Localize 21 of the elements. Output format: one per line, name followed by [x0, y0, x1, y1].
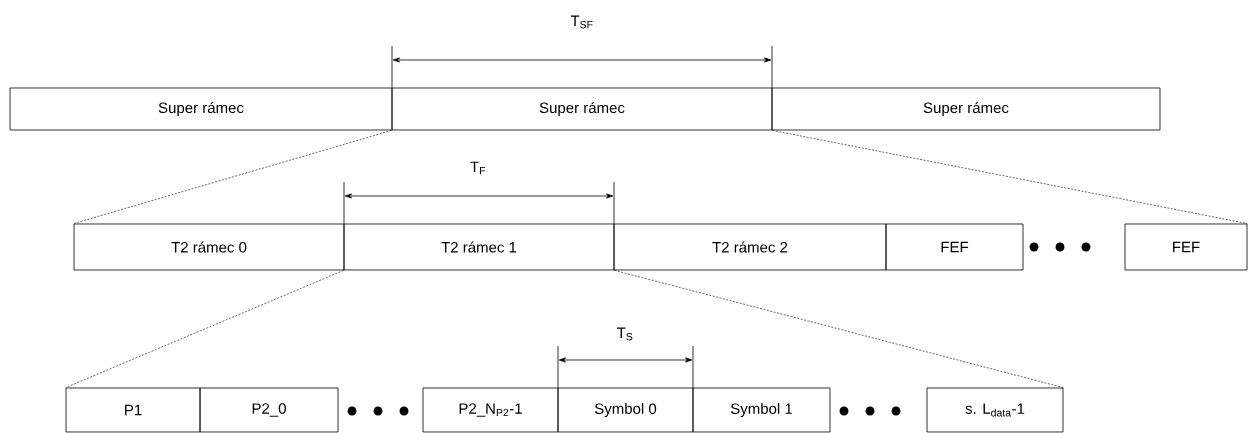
frame-box: Super rámec — [9, 87, 393, 131]
zoom-line — [614, 270, 1064, 388]
frame-box: Super rámec — [771, 87, 1161, 131]
dimension-label: T$_{SF}$ — [570, 15, 593, 29]
dimension-label: T$_{F}$ — [470, 161, 486, 175]
frame-box: T2 rámec 0 — [73, 223, 345, 271]
zoom-line — [772, 130, 1248, 224]
frame-box: s. L$_{data}$-1 — [926, 387, 1064, 433]
frame-box: Symbol 0 — [557, 387, 694, 433]
zoom-line — [73, 130, 392, 224]
frame-box: FEF — [1124, 223, 1248, 271]
frame-box: T2 rámec 2 — [613, 223, 887, 271]
frame-box: P2_0 — [199, 387, 339, 433]
zoom-line — [65, 270, 344, 388]
frame-box: Super rámec — [391, 87, 773, 131]
frame-box: T2 rámec 1 — [343, 223, 615, 271]
frame-box: FEF — [885, 223, 1024, 271]
frame-box: P1 — [65, 387, 201, 433]
frame-box: Symbol 1 — [692, 387, 831, 433]
frame-box: P2_N$_{P2}$-1 — [422, 387, 559, 433]
dimension-label: T$_{S}$ — [617, 327, 633, 341]
